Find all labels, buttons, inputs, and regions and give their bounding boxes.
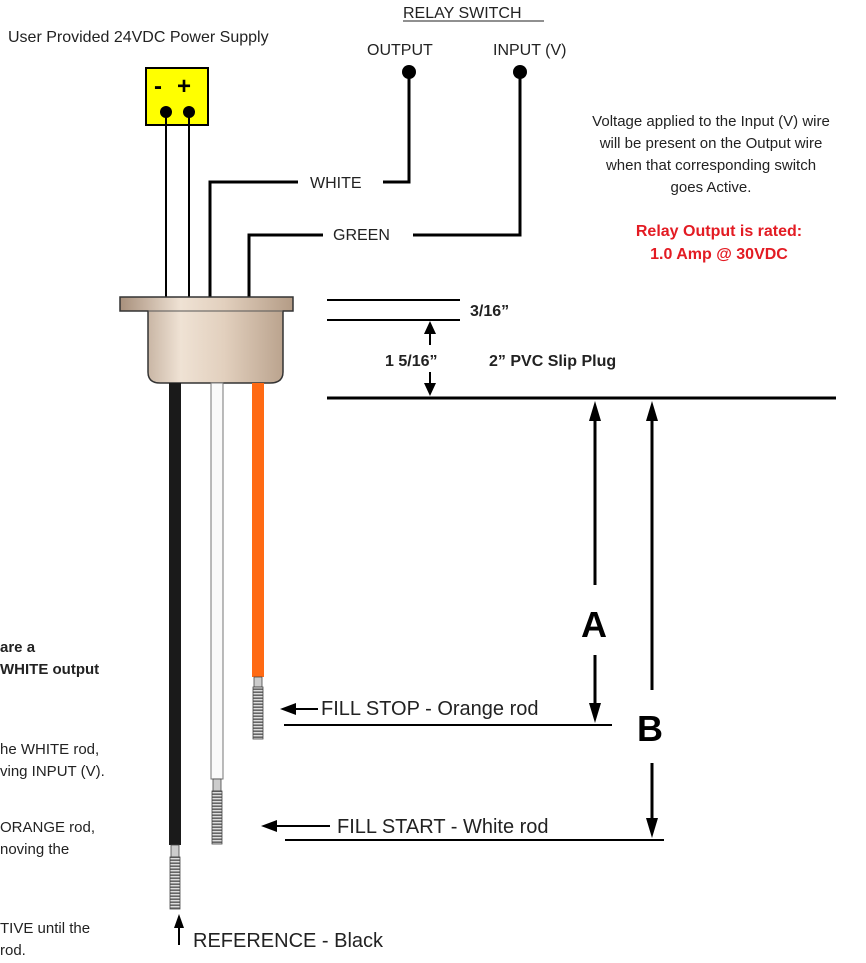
orange-rod-collar bbox=[253, 676, 263, 688]
reference-arrow-icon bbox=[174, 914, 184, 928]
dimension-b-arrow-up-icon bbox=[646, 401, 658, 421]
dimension-b-arrow-down-icon bbox=[646, 818, 658, 838]
negative-terminal-label: - bbox=[154, 73, 162, 100]
plug-height-label: 1 5/16” bbox=[385, 353, 437, 370]
black-rod-collar bbox=[170, 844, 180, 858]
note-line-2: will be present on the Output wire bbox=[599, 135, 823, 152]
height-arrow-up-icon bbox=[424, 321, 436, 334]
left-text-line-3: he WHITE rod, bbox=[0, 741, 99, 758]
relay-switch-title: RELAY SWITCH bbox=[403, 5, 522, 22]
fill-stop-label: FILL STOP - Orange rod bbox=[321, 698, 539, 720]
power-supply-label: User Provided 24VDC Power Supply bbox=[8, 29, 269, 46]
fill-start-label: FILL START - White rod bbox=[337, 816, 549, 838]
dimension-a-arrow-up-icon bbox=[589, 401, 601, 421]
white-rod-collar bbox=[212, 778, 222, 792]
note-line-1: Voltage applied to the Input (V) wire bbox=[592, 113, 830, 130]
lip-thickness-label: 3/16” bbox=[470, 303, 509, 320]
black-reference-rod bbox=[169, 383, 181, 845]
white-fill-start-rod bbox=[210, 382, 224, 780]
white-wire-label: WHITE bbox=[310, 175, 362, 192]
fill-stop-arrow-icon bbox=[280, 703, 296, 715]
power-supply-terminal bbox=[145, 67, 209, 126]
relay-output-label: OUTPUT bbox=[367, 42, 433, 59]
white-wire-relay-segment bbox=[383, 72, 411, 184]
green-wire-probe-segment bbox=[247, 233, 323, 298]
left-text-line-2: WHITE output bbox=[0, 661, 99, 678]
relay-input-label: INPUT (V) bbox=[493, 42, 566, 59]
orange-rod-threaded-tip bbox=[252, 686, 264, 740]
note-line-3: when that corresponding switch bbox=[605, 157, 816, 174]
dimension-a-arrow-down-icon bbox=[589, 703, 601, 723]
left-text-line-8: rod. bbox=[0, 942, 26, 959]
left-text-line-5: ORANGE rod, bbox=[0, 819, 95, 836]
white-wire-probe-segment bbox=[208, 180, 298, 298]
pvc-slip-plug-label: 2” PVC Slip Plug bbox=[489, 353, 616, 370]
left-text-line-7: TIVE until the bbox=[0, 920, 90, 937]
orange-fill-stop-rod bbox=[252, 383, 264, 677]
left-text-line-6: noving the bbox=[0, 841, 69, 858]
fill-start-arrow-icon bbox=[261, 820, 277, 832]
height-arrow-down-icon bbox=[424, 383, 436, 396]
green-wire-label: GREEN bbox=[333, 227, 390, 244]
relay-rating-line-2: 1.0 Amp @ 30VDC bbox=[650, 246, 788, 263]
dimension-b-label: B bbox=[637, 708, 663, 749]
relay-rating-line-1: Relay Output is rated: bbox=[636, 223, 802, 240]
green-wire-relay-segment bbox=[413, 72, 522, 237]
positive-terminal-label: + bbox=[177, 73, 191, 100]
note-line-4: goes Active. bbox=[671, 179, 752, 196]
black-rod-threaded-tip bbox=[169, 856, 181, 910]
pvc-slip-plug-fitting bbox=[119, 296, 294, 384]
left-text-line-1: are a bbox=[0, 639, 36, 656]
dimension-a-label: A bbox=[581, 604, 607, 645]
reference-label: REFERENCE - Black bbox=[193, 930, 384, 952]
white-rod-threaded-tip bbox=[211, 790, 223, 845]
left-text-line-4: ving INPUT (V). bbox=[0, 763, 105, 780]
